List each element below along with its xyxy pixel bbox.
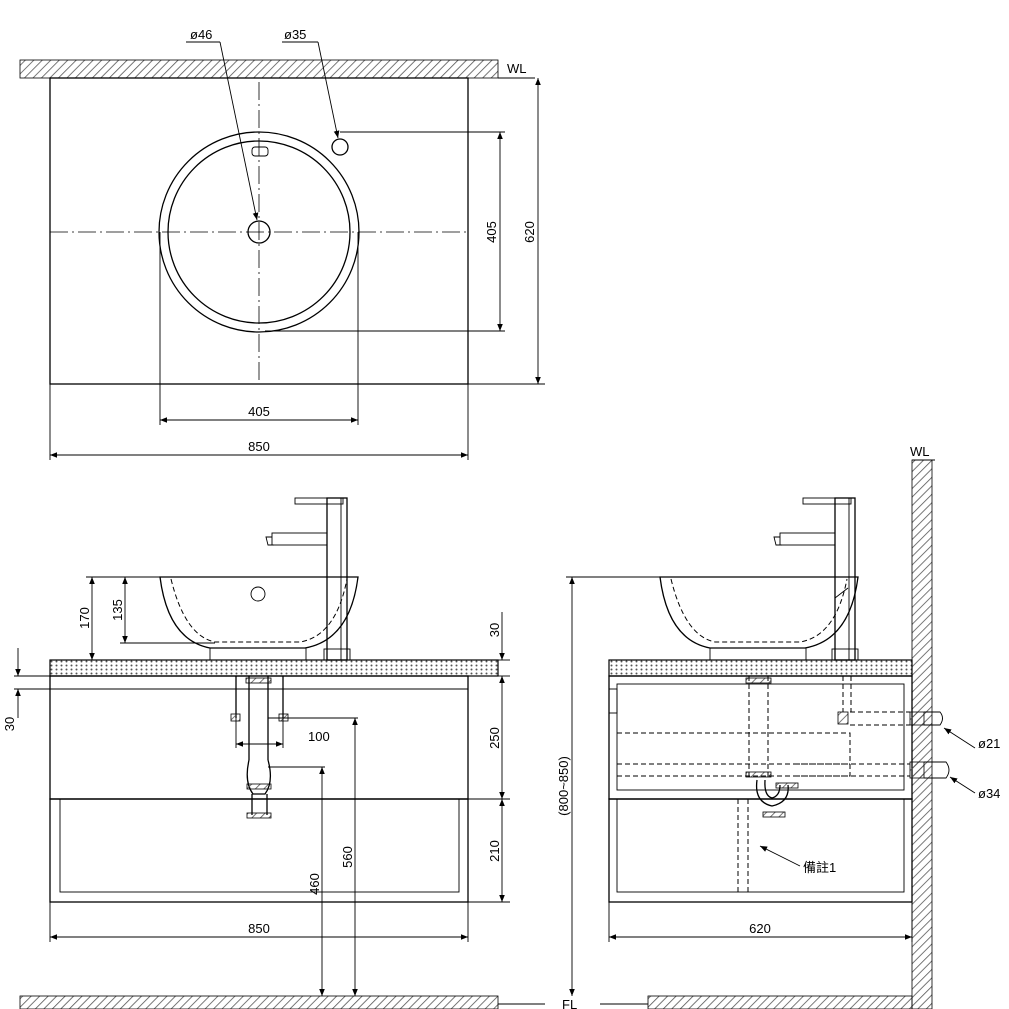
faucet-front bbox=[265, 497, 351, 661]
wall-hatch-top bbox=[19, 59, 499, 79]
trap-height-dim: 460 bbox=[307, 873, 322, 895]
counter-thickness-left-dim: 30 bbox=[2, 717, 17, 731]
faucet-hole-top bbox=[331, 138, 349, 156]
drain-dia-label-top: ø46 bbox=[190, 27, 212, 42]
front-view: 170 135 30 30 250 210 100 460 560 850 bbox=[2, 497, 510, 1009]
width-total-dim-front: 850 bbox=[248, 921, 270, 936]
faucet-hole-dia-label: ø35 bbox=[284, 27, 306, 42]
drawer-side bbox=[608, 675, 913, 800]
bowl-width-dim: 405 bbox=[248, 404, 270, 419]
trap-offset-dim: 100 bbox=[308, 729, 330, 744]
counter-outline-top bbox=[49, 77, 469, 385]
supply-dia-label: ø21 bbox=[978, 736, 1000, 751]
overflow-hole-front bbox=[250, 586, 266, 602]
depth-total-dim-side: 620 bbox=[749, 921, 771, 936]
wall-line-label-side: WL bbox=[910, 444, 930, 459]
floor-hatch-front bbox=[19, 995, 499, 1009]
width-total-dim-top: 850 bbox=[248, 439, 270, 454]
floor-line-label: FL bbox=[562, 997, 577, 1009]
drain-pipe-front bbox=[230, 676, 289, 819]
shelf-frame-side bbox=[608, 798, 913, 903]
wall-line-label-top: WL bbox=[507, 61, 527, 76]
side-view: WL bbox=[498, 444, 1000, 1009]
drawer-height-dim: 250 bbox=[487, 727, 502, 749]
drain-dia-label-side: ø34 bbox=[978, 786, 1000, 801]
drawer-front bbox=[49, 675, 469, 800]
overflow-slot-top bbox=[251, 146, 269, 157]
plumbing-side bbox=[617, 676, 950, 892]
shelf-height-dim: 210 bbox=[487, 840, 502, 862]
bowl-height-dim: 170 bbox=[77, 607, 92, 629]
counter-front bbox=[49, 659, 499, 677]
drain-height-dim: 560 bbox=[340, 846, 355, 868]
note-label: 備註1 bbox=[803, 860, 836, 875]
faucet-side bbox=[773, 497, 859, 661]
bowl-inner-height-dim: 135 bbox=[110, 599, 125, 621]
floor-hatch-side bbox=[647, 995, 913, 1009]
height-range-dim: (800~850) bbox=[556, 756, 571, 816]
depth-total-dim-top: 620 bbox=[522, 221, 537, 243]
bowl-depth-dim: 405 bbox=[484, 221, 499, 243]
bowl-front bbox=[159, 576, 359, 649]
top-view: WL ø46 ø35 405 620 405 850 bbox=[19, 27, 545, 460]
counter-thickness-right-dim: 30 bbox=[487, 623, 502, 637]
wall-hatch-side bbox=[911, 459, 933, 1009]
counter-side bbox=[608, 659, 913, 677]
bowl-side bbox=[659, 576, 859, 649]
